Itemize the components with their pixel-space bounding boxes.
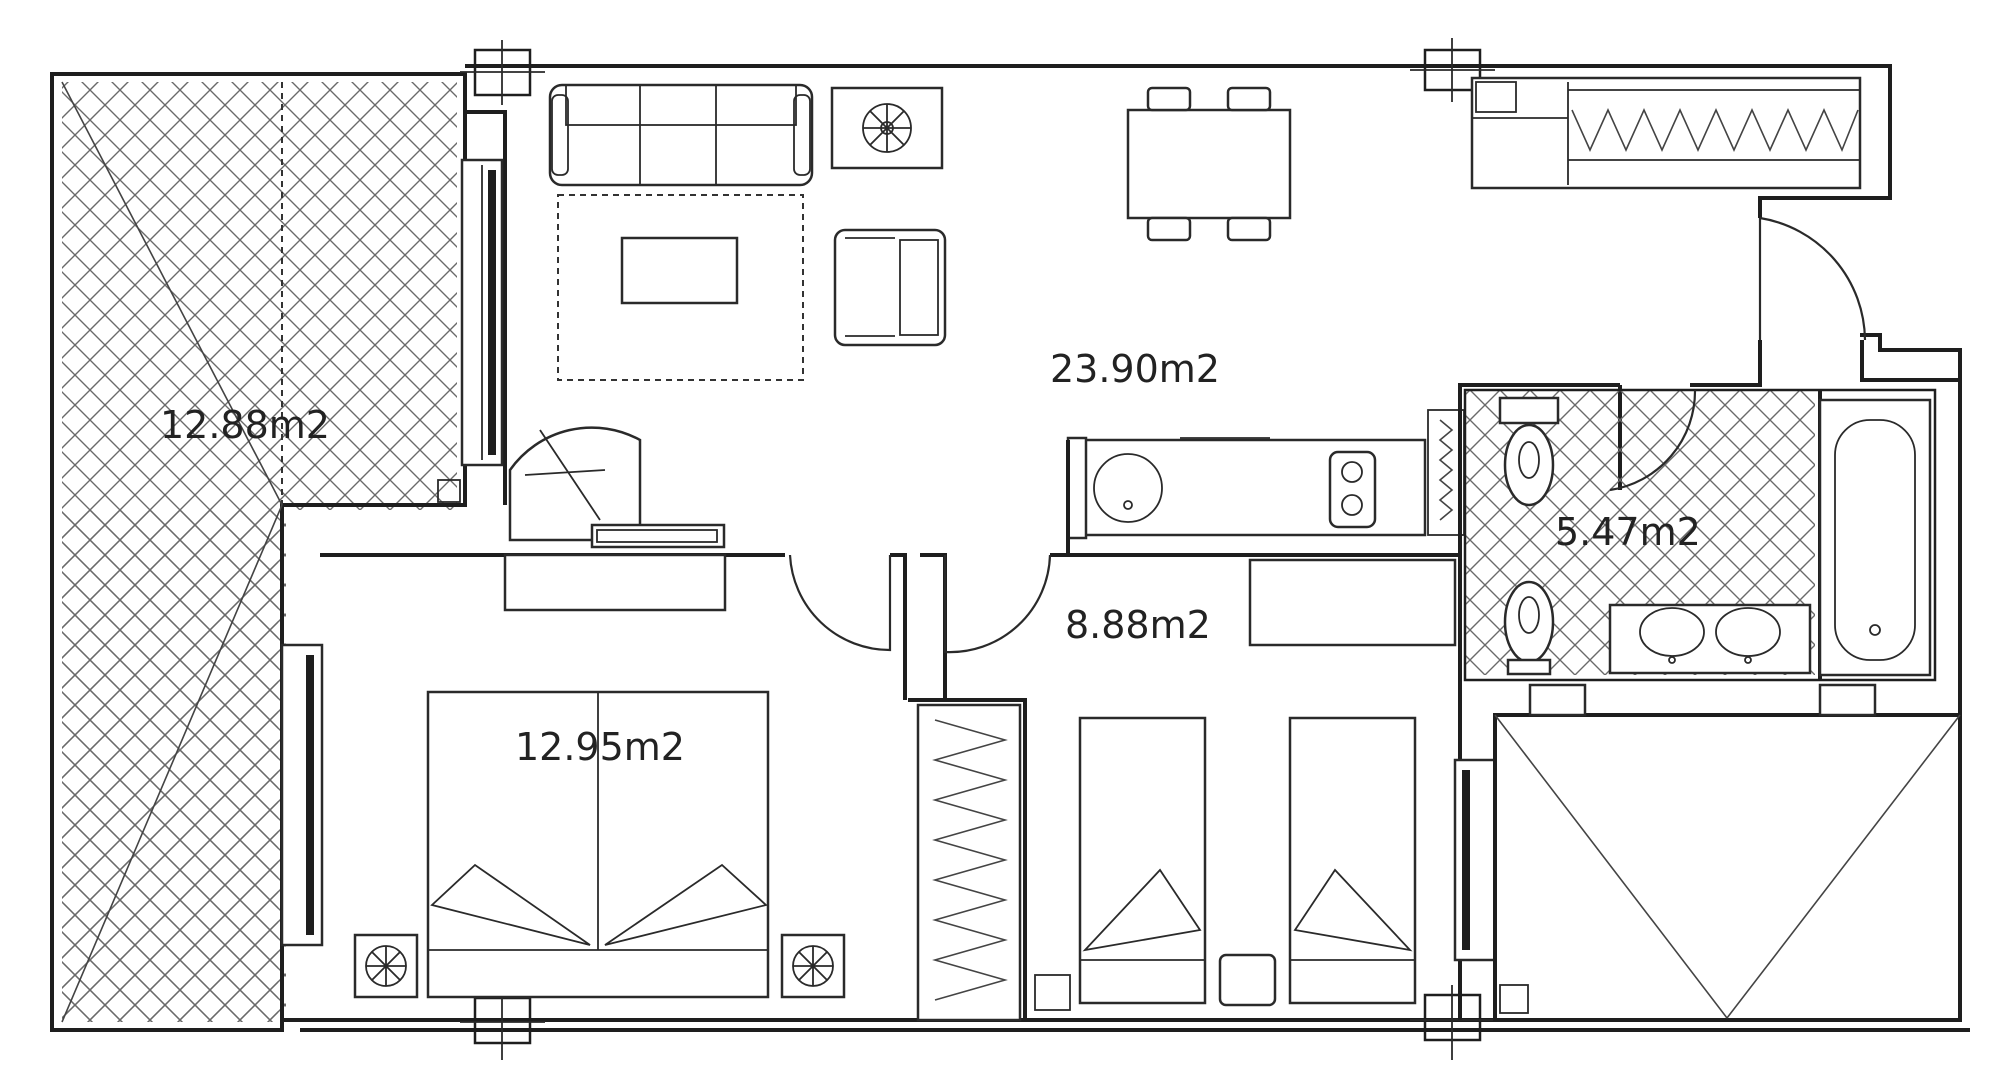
coffee-table [620, 236, 739, 305]
master-window [280, 643, 324, 947]
bidet [1503, 580, 1555, 676]
single-bed-2 [1288, 716, 1417, 1005]
shelf [590, 523, 726, 549]
living-room: 23.90m2 [460, 76, 1867, 549]
bathtub [1818, 398, 1932, 677]
sofa [548, 83, 814, 187]
entry-door [1758, 216, 1867, 341]
bathroom: 5.47m2 [1463, 388, 1937, 682]
bedroom-2-area-label: 8.88m2 [1065, 603, 1211, 647]
nightstand-small [1218, 953, 1277, 1007]
dresser [503, 553, 727, 612]
terrace: 12.88m2 [50, 72, 467, 1032]
bathroom-area-label: 5.47m2 [1555, 510, 1701, 554]
balcony [1493, 683, 1962, 1022]
single-bed-1 [1078, 716, 1207, 1005]
armchair [833, 228, 947, 347]
bedroom-2: 8.88m2 [916, 558, 1497, 1022]
rug [557, 194, 804, 381]
structural-columns [460, 38, 1495, 1060]
kitchen-counter [1066, 409, 1465, 540]
fan-unit [830, 86, 944, 170]
double-sink [1608, 603, 1812, 675]
dining-table [1126, 86, 1292, 242]
nightstand-left [353, 933, 419, 999]
toilet [1498, 396, 1560, 507]
wardrobe [916, 703, 1022, 1022]
terrace-area-label: 12.88m2 [160, 403, 330, 447]
bedroom-2-window [1453, 758, 1497, 962]
nightstand-right [780, 933, 846, 999]
bedroom-doors [788, 554, 1052, 654]
master-bedroom: 12.95m2 [280, 553, 846, 999]
corner-armchair [508, 426, 642, 542]
living-area-label: 23.90m2 [1050, 347, 1220, 391]
entry-closet [1470, 76, 1862, 190]
double-bed [426, 690, 770, 999]
desk [1248, 558, 1457, 647]
master-bedroom-area-label: 12.95m2 [515, 725, 685, 769]
